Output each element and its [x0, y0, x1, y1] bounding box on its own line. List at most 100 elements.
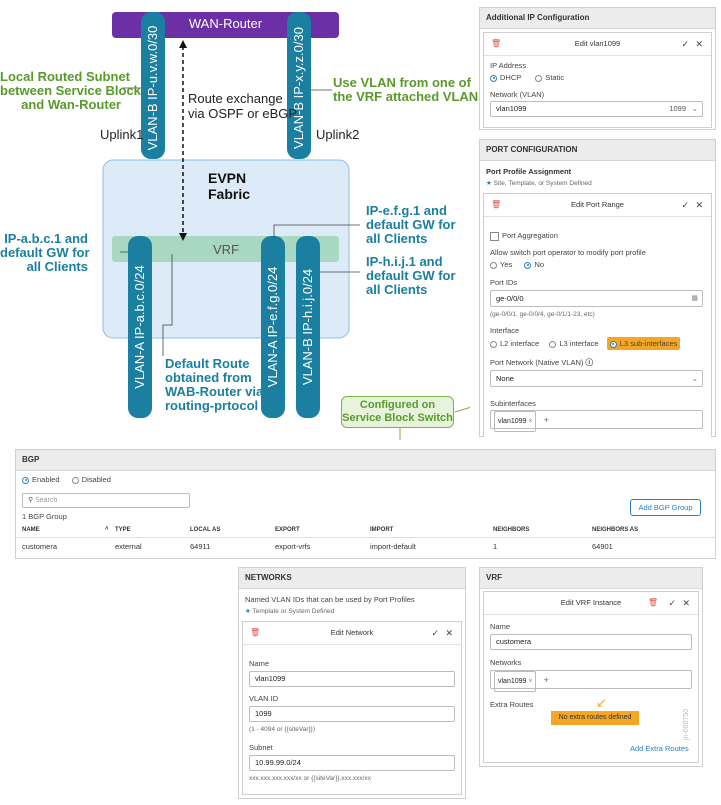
vlan-bar-xyz [287, 12, 311, 159]
dhcp-label: DHCP [500, 73, 522, 82]
subinterfaces-label: Subinterfaces [490, 399, 536, 408]
edit-port-range-card: 🗑 Edit Port Range ✓ ✕ Port Aggregation A… [483, 193, 712, 437]
port-profile-assignment: Port Profile Assignment [486, 167, 572, 176]
network-vlan-label: Network (VLAN) [490, 90, 545, 99]
check-icon[interactable]: ✓ [431, 628, 439, 638]
port-ids-hint: (ge-0/0/1, ge-0/0/4, ge-0/1/1-23, etc) [490, 311, 595, 318]
bgp-search-input[interactable]: ⚲ Search [22, 493, 190, 508]
wan-router-label: WAN-Router [188, 16, 263, 31]
add-bgp-group-button[interactable]: Add BGP Group [630, 499, 701, 516]
edit-vlan-title: Edit vlan1099 [574, 39, 621, 48]
info-icon[interactable]: ⓘ [585, 358, 593, 367]
l2-radio[interactable] [490, 340, 497, 348]
port-network-select[interactable]: None ⌄ [490, 370, 703, 387]
network-vlan-select[interactable]: vlan1099 1099 ⌄ [490, 101, 703, 117]
col-import[interactable]: IMPORT [370, 527, 394, 533]
add-icon[interactable]: + [543, 675, 549, 685]
subinterface-chip-label: vlan1099 [498, 418, 527, 425]
vlan-id-input[interactable]: 1099 [249, 706, 455, 722]
vlan-id-label: VLAN ID [249, 694, 279, 703]
col-local-as[interactable]: LOCAL AS [190, 527, 221, 533]
table-row[interactable]: customera external 64911 export-vrfs imp… [16, 538, 715, 553]
vlan-b-xyz-label: VLAN-B IP-x.y.z.0/30 [291, 27, 306, 149]
dhcp-radio[interactable] [490, 74, 497, 82]
no-radio[interactable] [524, 261, 532, 269]
l2-label: L2 interface [500, 339, 540, 348]
port-network-value: None [496, 374, 514, 383]
close-icon[interactable]: ✕ [695, 200, 703, 210]
trash-icon[interactable]: 🗑 [250, 628, 261, 637]
col-name[interactable]: NAME [22, 527, 40, 533]
cell-neighbors: 1 [493, 542, 498, 551]
check-icon[interactable]: ✓ [681, 39, 689, 49]
col-type[interactable]: TYPE [115, 527, 131, 533]
check-icon[interactable]: ✓ [681, 200, 689, 210]
close-icon[interactable]: ✕ [682, 598, 690, 608]
check-icon[interactable]: ✓ [668, 598, 676, 608]
port-ids-label: Port IDs [490, 278, 518, 287]
vrf-networks-input[interactable]: vlan1099 × + [490, 670, 692, 692]
vrf-name-input[interactable]: customera [490, 634, 692, 650]
networks-panel: NETWORKS Named VLAN IDs that can be used… [238, 567, 466, 799]
subnet-label: Subnet [249, 743, 273, 752]
ip-abc-label: IP-a.b.c.1 and default GW for all Client… [0, 231, 90, 274]
close-icon[interactable]: ✕ [695, 39, 703, 49]
local-subnet-label: Local Routed Subnet between Service Bloc… [0, 69, 141, 112]
network-name-input[interactable]: vlan1099 [249, 671, 455, 687]
disabled-label: Disabled [81, 475, 111, 484]
trash-icon[interactable]: 🗑 [491, 39, 502, 48]
network-vlan-id: 1099 [669, 104, 686, 113]
add-icon[interactable]: + [543, 415, 549, 425]
vlan-bar-abc [128, 236, 152, 418]
vrf-name-value: customera [496, 637, 532, 646]
trash-icon[interactable]: 🗑 [647, 598, 658, 607]
col-neighbors-as[interactable]: NEIGHBORS AS [592, 527, 639, 533]
profile-note-row: ★ Site, Template, or System Defined [486, 179, 592, 187]
port-aggregation-checkbox[interactable] [490, 231, 499, 241]
allow-switch-label: Allow switch port operator to modify por… [490, 248, 646, 257]
edit-network-title: Edit Network [330, 628, 374, 637]
static-radio[interactable] [535, 74, 543, 82]
networks-header: NETWORKS [239, 568, 465, 589]
yes-radio[interactable] [490, 261, 497, 269]
remove-icon[interactable]: × [528, 678, 533, 685]
cell-type: external [115, 542, 142, 551]
disabled-radio[interactable] [71, 476, 79, 484]
port-network-label: Port Network (Native VLAN) [490, 358, 584, 367]
l3-sub-highlight: L3 sub-interfaces [606, 337, 681, 350]
remove-icon[interactable]: × [528, 418, 533, 425]
close-icon[interactable]: ✕ [445, 628, 453, 638]
l3sub-label: L3 sub-interfaces [619, 339, 678, 348]
l3sub-radio[interactable] [609, 340, 617, 348]
star-icon: ★ [245, 608, 251, 615]
edit-vrf-title: Edit VRF Instance [560, 598, 622, 607]
add-extra-routes-link[interactable]: Add Extra Routes [630, 744, 689, 753]
bgp-header: BGP [16, 450, 715, 471]
l3-radio[interactable] [549, 340, 557, 348]
subnet-input[interactable]: 10.99.99.0/24 [249, 755, 455, 771]
vrf-header: VRF [480, 568, 702, 589]
vlan-a-abc-label: VLAN-A IP-a.b.c.0/24 [132, 265, 147, 389]
route-exchange-label: Route exchange via OSPF or eBGP [188, 91, 298, 121]
configured-label: Configured on Service Block Switch [342, 399, 453, 424]
sort-icon[interactable]: ˄ [105, 526, 109, 532]
search-placeholder: Search [35, 497, 58, 504]
vlan-bar-efg [261, 236, 285, 418]
calendar-icon: ▦ [691, 295, 698, 302]
trash-icon[interactable]: 🗑 [491, 200, 502, 209]
col-export[interactable]: EXPORT [275, 527, 300, 533]
cell-import: import-default [370, 542, 416, 551]
search-icon: ⚲ [28, 497, 34, 504]
enabled-radio[interactable] [22, 476, 29, 484]
subinterfaces-input[interactable]: vlan1099 × + [490, 410, 703, 432]
port-ids-input[interactable]: ge-0/0/0 ▦ [490, 290, 703, 307]
allow-switch-radios: Yes No [490, 260, 544, 269]
vrf-label: VRF [213, 242, 239, 257]
network-chip-label: vlan1099 [498, 678, 527, 685]
col-neighbors[interactable]: NEIGHBORS [493, 527, 530, 533]
cell-name: customera [22, 542, 58, 551]
star-icon: ★ [486, 180, 492, 187]
chevron-down-icon: ⌄ [691, 374, 698, 383]
network-diagram [102, 12, 470, 440]
additional-ip-panel: Additional IP Configuration 🗑 Edit vlan1… [479, 7, 716, 130]
